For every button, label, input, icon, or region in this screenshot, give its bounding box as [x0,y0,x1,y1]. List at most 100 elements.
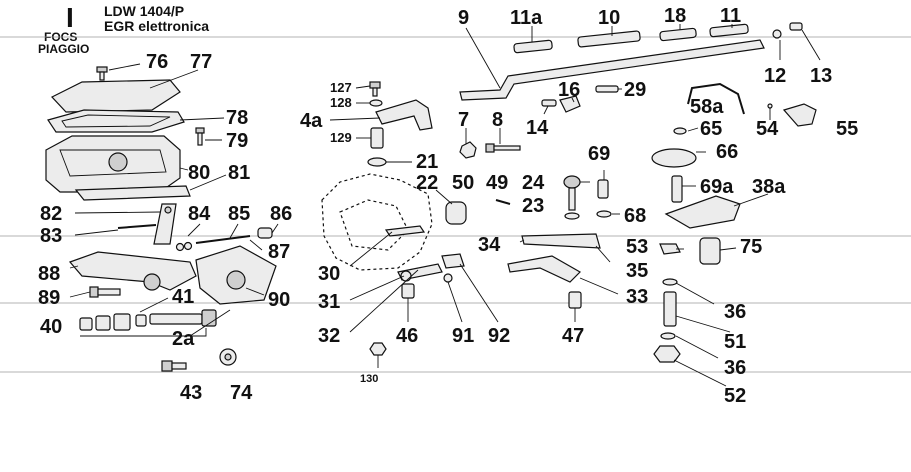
callout-90: 90 [268,289,290,311]
part-22-solenoid [445,201,467,225]
callout-52: 52 [724,385,746,407]
callout-82: 82 [40,203,62,225]
part-14-spring [541,99,557,107]
part-74-bushing-bore [224,353,232,361]
callout-32: 32 [318,325,340,347]
egr-valve-assembly [321,81,467,356]
part-34-lever [521,233,601,249]
part-24-screw-head [563,175,581,189]
part-2a-actuator-rod [149,313,203,325]
part-79-screw-shank [197,132,203,146]
part-2a-actuator-end [201,309,217,327]
callout-40: 40 [40,316,62,338]
part-83-rod [117,224,157,229]
callout-43: 43 [180,382,202,404]
part-76-screw-head [96,66,108,73]
part-23-washer [564,212,580,220]
leader-16 [571,97,575,103]
part-84-washer [175,242,185,252]
callout-41: 41 [172,286,194,308]
leader-80 [179,167,189,171]
part-29-pin [595,85,619,93]
callout-9: 9 [458,7,469,29]
callout-2a: 2a [172,328,195,350]
callout-127: 127 [330,80,352,95]
callout-84: 84 [188,203,211,225]
callout-85: 85 [228,203,250,225]
callout-12: 12 [764,65,786,87]
callout-86: 86 [270,203,292,225]
leader-75 [719,247,737,251]
callout-58a: 58a [690,96,724,118]
diagram-title: EGR elettronica [104,18,210,34]
part-36-washer [660,332,676,340]
part-69a-stud [671,175,683,203]
linkage-assembly [441,22,817,363]
part-75-bushing [699,237,721,265]
callout-8: 8 [492,109,503,131]
leader-33 [579,277,619,295]
part-21-washer [367,157,387,167]
callout-129: 129 [330,130,352,145]
part-128-washer [369,99,383,107]
part-40-nut [79,317,93,331]
part-76-screw-shank [99,71,105,81]
callout-23: 23 [522,195,544,217]
engine-block-outline [321,173,433,271]
callout-4a: 4a [300,110,323,132]
part-32-pivot [400,270,412,282]
leader-89 [69,291,91,298]
part-55-bracket [782,103,817,127]
part-82-bracket-hole [164,206,172,214]
callout-38a: 38a [752,176,786,198]
callout-22: 22 [416,172,438,194]
part-30-link [384,225,426,237]
leader-32 [349,269,419,333]
leader-31 [349,275,405,301]
part-7-nut [459,141,477,159]
brand-line-2: PIAGGIO [38,42,90,56]
part-46-spacer [401,283,415,299]
leader-91 [447,281,463,323]
callout-88: 88 [38,263,60,285]
leader-4a [329,117,381,121]
leader-88 [69,265,79,269]
part-53-clip [659,243,681,255]
callout-21: 21 [416,151,438,173]
part-81-base-gasket [74,185,191,201]
part-77-cover-plate [51,79,181,113]
leader-86 [271,223,279,234]
leader-30 [349,231,393,267]
part-11a-plate [513,39,553,54]
leader-13 [801,29,821,61]
callout-33: 33 [626,286,648,308]
part-82-bracket [153,203,177,245]
part-43-screw-head [161,360,173,372]
callout-50: 50 [452,172,474,194]
part-13-screw [789,22,803,31]
part-47-spacer [568,291,582,309]
callout-66: 66 [716,141,738,163]
leader-40-2a [80,328,207,337]
part-85-pin [195,235,251,244]
callout-74: 74 [230,382,253,404]
callout-69a: 69a [700,176,734,198]
leader-77 [149,69,199,89]
part-66-disc [651,148,697,168]
part-79-screw-head [195,127,205,134]
leader-84 [187,223,201,237]
part-130-nut [369,342,387,356]
leader-87 [249,239,263,251]
model-name: LDW 1404/P [104,3,185,19]
callout-75: 75 [740,236,762,258]
part-78-gasket-inner [61,114,171,128]
leader-78 [179,117,225,121]
callout-11a: 11a [510,7,543,29]
callout-89: 89 [38,287,60,309]
callout-11: 11 [720,5,741,27]
leader-85 [229,223,239,239]
part-43-screw-shank [171,362,187,370]
part-4a-bracket [375,99,433,131]
leader-36-bottom [675,335,719,359]
